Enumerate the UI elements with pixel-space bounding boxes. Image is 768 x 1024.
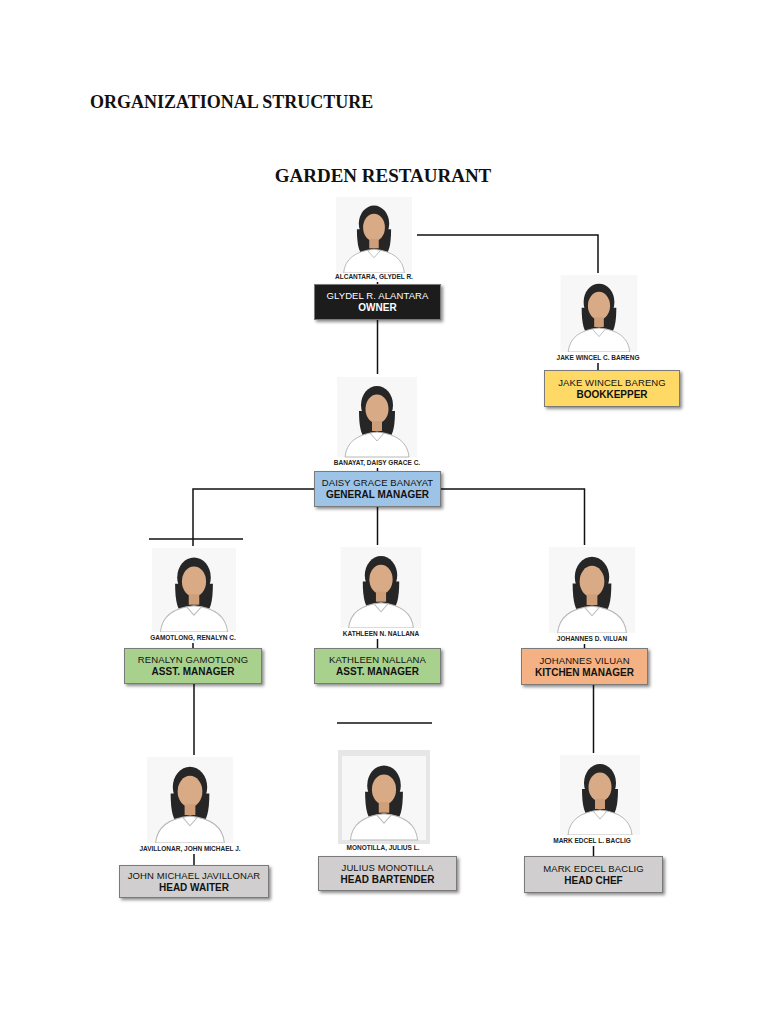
stray-rule: [149, 538, 243, 540]
photo-caption: BANAYAT, DAISY GRACE C.: [307, 459, 447, 467]
photo-caption: KATHLEEN N. NALLANA: [311, 630, 451, 638]
photo-backdrop: [141, 755, 239, 854]
portrait-photo: [337, 377, 417, 457]
portrait-photo: [336, 197, 412, 273]
role-title: BOOKKEPPER: [576, 389, 647, 401]
photo-caption: ALCANTARA, GLYDEL R.: [304, 273, 444, 281]
photo-frame: [338, 750, 430, 844]
person-name: GLYDEL R. ALANTARA: [327, 290, 429, 302]
portrait-photo: [561, 275, 638, 352]
role-box: RENALYN GAMOTLONGASST. MANAGER: [124, 648, 262, 684]
photo-backdrop: [333, 374, 421, 468]
photo-backdrop: [334, 748, 434, 853]
role-title: HEAD CHEF: [564, 875, 622, 887]
photo-caption: JOHANNES D. VILUAN: [522, 635, 662, 643]
photo-caption: JAKE WINCEL C. BARENG: [528, 354, 668, 362]
page-heading: ORGANIZATIONAL STRUCTURE: [90, 92, 373, 113]
role-box: MARK EDCEL BACLIGHEAD CHEF: [524, 856, 663, 893]
role-box: KATHLEEN NALLANAASST. MANAGER: [314, 648, 441, 684]
photo-caption: MARK EDCEL L. BACLIG: [522, 837, 662, 845]
diagram-title: GARDEN RESTAURANT: [0, 165, 766, 187]
role-title: HEAD WAITER: [159, 882, 229, 894]
person-name: JOHANNES VILUAN: [539, 655, 629, 667]
role-title: OWNER: [358, 302, 396, 314]
photo-backdrop: [544, 545, 640, 644]
photo-backdrop: [554, 273, 644, 363]
person-name: RENALYN GAMOTLONG: [138, 654, 248, 666]
photo-backdrop: [331, 195, 417, 282]
person-name: JAKE WINCEL BARENG: [558, 377, 666, 389]
photo-caption: JAVILLONAR, JOHN MICHAEL J.: [120, 845, 260, 853]
photo-caption: GAMOTLONG, RENALYN C.: [123, 634, 263, 642]
role-title: ASST. MANAGER: [336, 666, 419, 678]
person-name: JOHN MICHAEL JAVILLONAR: [128, 870, 261, 882]
photo-backdrop: [146, 546, 242, 643]
role-box: JAKE WINCEL BARENGBOOKKEPPER: [544, 370, 680, 407]
role-box: JULIUS MONOTILLAHEAD BARTENDER: [318, 856, 457, 891]
role-title: HEAD BARTENDER: [341, 874, 435, 886]
person-name: KATHLEEN NALLANA: [329, 654, 426, 666]
photo-backdrop: [336, 545, 426, 639]
portrait-photo: [342, 756, 426, 840]
portrait-photo: [341, 547, 422, 628]
portrait-photo: [147, 757, 233, 843]
portrait-photo: [560, 755, 640, 835]
photo-caption: MONOTILLA, JULIUS L.: [313, 844, 453, 852]
role-box: JOHN MICHAEL JAVILLONARHEAD WAITER: [119, 865, 269, 898]
photo-covers: [141, 195, 644, 854]
role-title: KITCHEN MANAGER: [535, 667, 634, 679]
portrait-photo: [152, 548, 236, 632]
portrait-photo: [549, 547, 635, 633]
person-name: JULIUS MONOTILLA: [342, 862, 434, 874]
person-name: MARK EDCEL BACLIG: [543, 863, 644, 875]
person-name: DAISY GRACE BANAYAT: [322, 477, 434, 489]
role-title: ASST. MANAGER: [152, 666, 235, 678]
stray-rule: [337, 722, 432, 724]
role-box: GLYDEL R. ALANTARAOWNER: [314, 284, 441, 320]
photo-backdrop: [556, 753, 644, 846]
role-box: DAISY GRACE BANAYATGENERAL MANAGER: [314, 471, 441, 507]
role-box: JOHANNES VILUANKITCHEN MANAGER: [521, 648, 648, 685]
role-title: GENERAL MANAGER: [326, 489, 429, 501]
